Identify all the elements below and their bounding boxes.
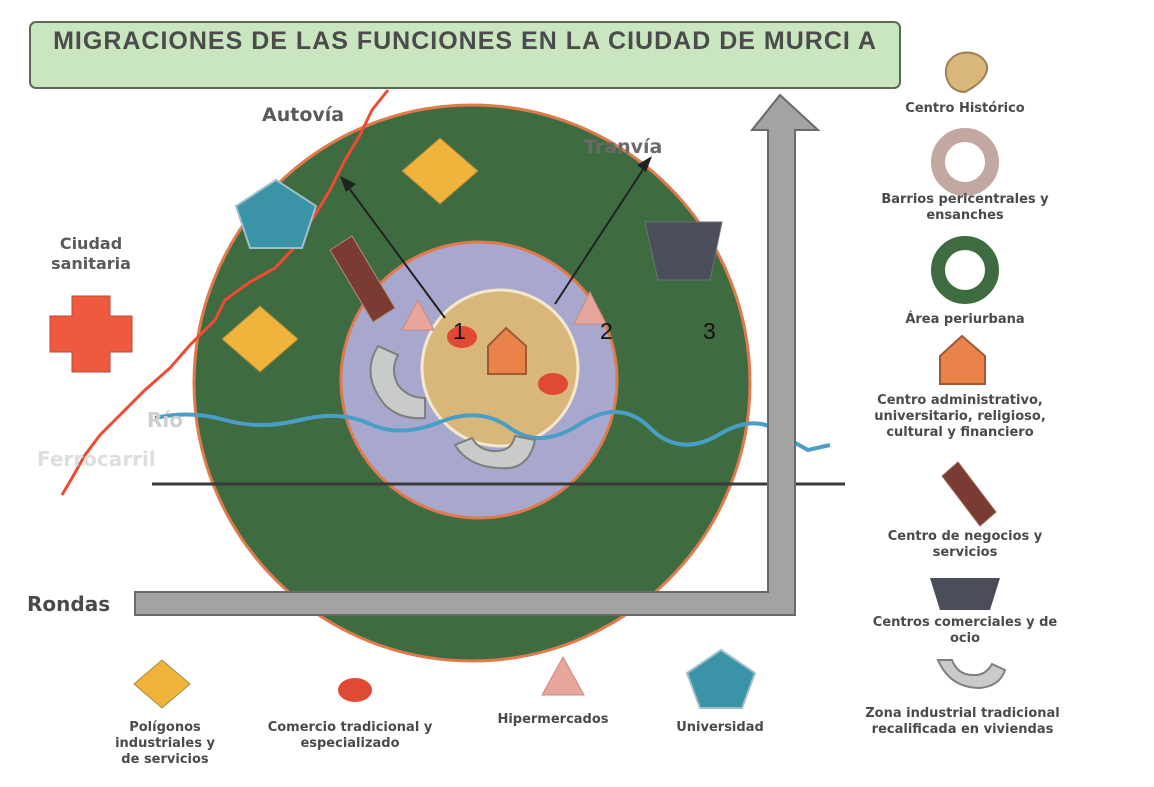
business-center-rect (329, 235, 396, 323)
ciudad-sanitaria-label: Ciudad sanitaria (51, 234, 131, 273)
legend-label-poligonos: Polígonos industriales y de servicios (115, 720, 215, 767)
rectangle-icon (941, 461, 997, 527)
triangle-icon (541, 655, 585, 696)
legend-label-zona-industrial: Zona industrial tradicional recalificada… (865, 706, 1060, 737)
page-title: MIGRACIONES DE LAS FUNCIONES EN LA CIUDA… (53, 27, 877, 55)
legend-label-centro-admin: Centro administrativo, universitario, re… (874, 393, 1046, 440)
ring-number: 2 (600, 318, 613, 344)
industrial-zone-arc (453, 434, 537, 470)
legend-label-hipermercados: Hipermercados (497, 712, 609, 727)
autovia-label: Autovía (262, 104, 345, 126)
rio-label: Río (147, 408, 183, 432)
hypermarket-triangle (401, 298, 435, 331)
autovia-road (60, 89, 390, 496)
legend-label-comercio: Comercio tradicional y especializado (267, 720, 433, 751)
autovia-arrow (342, 179, 446, 319)
ring-number: 1 (453, 318, 466, 344)
industrial-estate-diamond (221, 305, 299, 373)
rondas-ring-road (134, 93, 821, 616)
autovia-arrow-head (340, 176, 356, 192)
ring-icon (931, 128, 999, 196)
admin-center-house (487, 326, 527, 375)
tranvia-arrow (554, 161, 649, 305)
pentagon-icon (685, 648, 757, 709)
ring-icon (931, 236, 999, 304)
industrial-estate-diamond (401, 137, 479, 205)
house-pentagon-icon (939, 334, 986, 385)
health-city-cross (49, 295, 133, 373)
arc-icon (936, 659, 1007, 690)
legend-label-centros-comerciales: Centros comerciales y de ocio (872, 615, 1058, 646)
legend-label-area-periurbana: Área periurbana (905, 312, 1025, 327)
industrial-zone-arc (369, 344, 426, 420)
drop-pin-icon (944, 51, 989, 94)
ferrocarril-label: Ferrocarril (37, 447, 156, 471)
rondas-label: Rondas (27, 592, 111, 616)
ellipse-icon (338, 678, 372, 702)
river (154, 410, 831, 453)
commerce-ellipse (538, 373, 568, 395)
trapezoid-icon (930, 578, 1000, 610)
title-box (29, 21, 901, 89)
legend-label-centro-negocios: Centro de negocios y servicios (887, 529, 1043, 560)
tranvia-label: Tranvía (584, 136, 663, 158)
legend-label-barrios: Barrios pericentrales y ensanches (881, 192, 1049, 223)
legend-label-universidad: Universidad (676, 720, 764, 735)
diamond-icon (133, 659, 191, 709)
legend-label-centro-historico: Centro Histórico (905, 101, 1025, 116)
shopping-center-trapezoid (644, 221, 723, 281)
university-pentagon (234, 178, 318, 249)
commerce-ellipse (447, 326, 477, 348)
ring-number: 3 (703, 318, 716, 344)
tranvia-arrow-head (637, 156, 652, 172)
hypermarket-triangle (573, 290, 607, 325)
